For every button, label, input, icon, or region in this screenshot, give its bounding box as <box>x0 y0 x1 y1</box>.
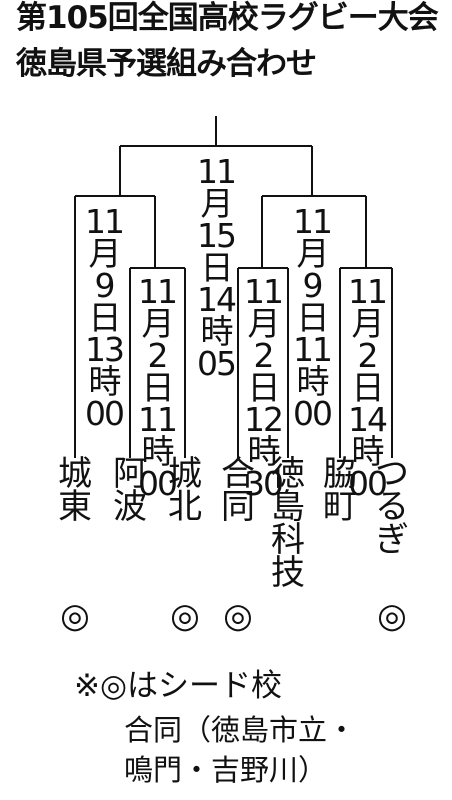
match-final-date: 11月15日14時05 <box>197 152 237 383</box>
team-name: 合同 <box>221 454 255 527</box>
seed-note: ※◎はシード校 <box>74 668 283 704</box>
team-name: つるぎ <box>375 454 409 560</box>
seed-mark: ◎ <box>223 596 253 636</box>
joint-team-note-line1: 合同（徳島市立・ <box>124 713 357 747</box>
page-title: 第105回全国高校ラグビー大会 <box>16 0 439 36</box>
match-semi-left-date: 11月9日13時00 <box>85 202 125 433</box>
match-r1-left-date: 11月2日11時00 <box>138 272 178 503</box>
match-r1-mid-date: 11月2日12時30 <box>244 272 284 503</box>
seed-mark: ◎ <box>377 596 407 636</box>
seed-mark: ◎ <box>170 596 200 636</box>
match-r1-right-date: 11月2日14時00 <box>348 272 388 503</box>
joint-team-note-line2: 鳴門・吉野川） <box>124 753 328 787</box>
team-name: 城北 <box>168 454 202 527</box>
team-name: 城東 <box>58 454 92 527</box>
page-subtitle: 徳島県予選組み合わせ <box>16 46 317 82</box>
match-semi-right-date: 11月9日11時00 <box>293 202 333 433</box>
team-name: 阿波 <box>113 454 147 527</box>
team-name: 脇町 <box>323 454 357 527</box>
seed-mark: ◎ <box>60 596 90 636</box>
team-name: 徳島科技 <box>271 454 305 593</box>
